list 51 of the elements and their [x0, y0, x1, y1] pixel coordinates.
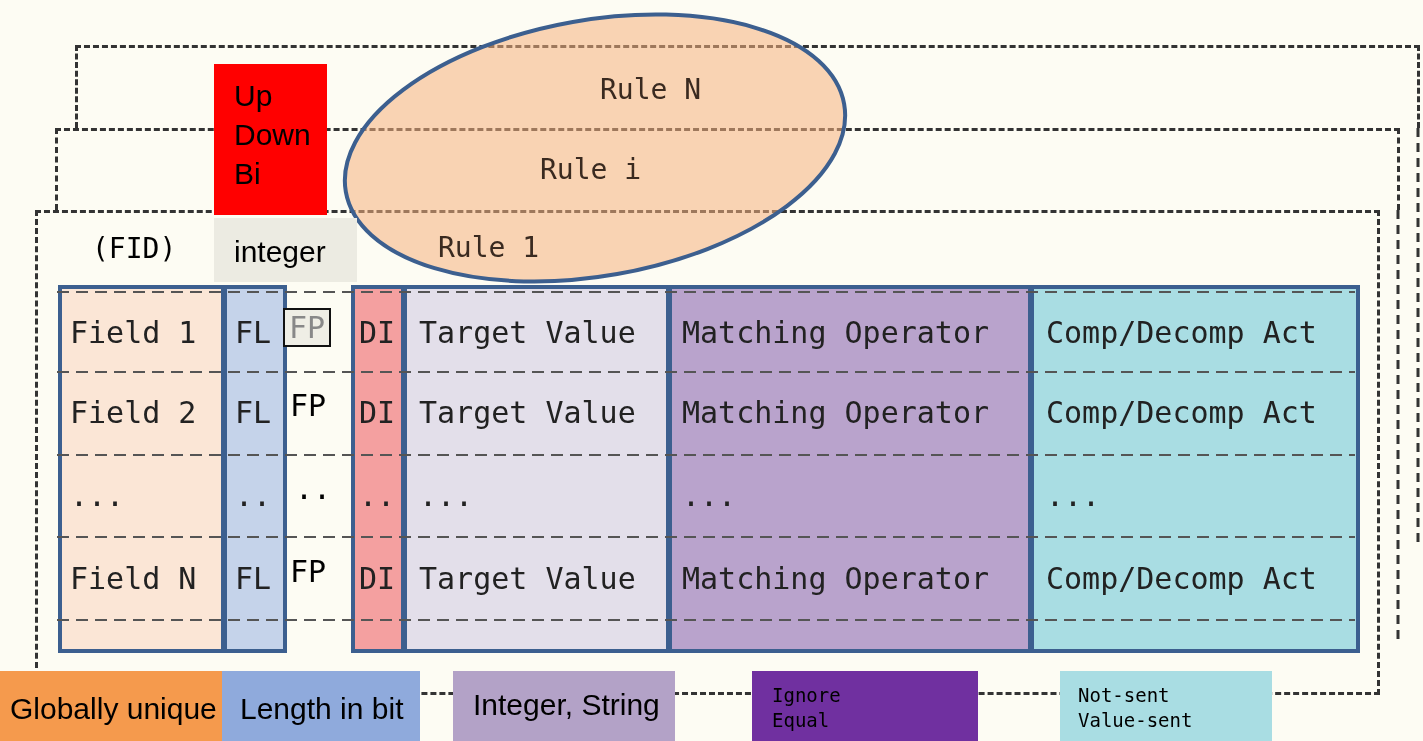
table-column: [58, 285, 225, 653]
cell-text: ...: [682, 478, 737, 513]
cell-text: Matching Operator: [682, 395, 990, 430]
note-box: [453, 671, 675, 741]
table-column: [668, 285, 1032, 653]
cell-text: Matching Operator: [682, 561, 990, 596]
cell-text: FP: [290, 554, 327, 589]
cell-text: Comp/Decomp Act: [1046, 395, 1317, 430]
cell-text: Matching Operator: [682, 315, 990, 350]
cell-text: Field 1: [70, 315, 197, 350]
cell-text: DI: [359, 395, 396, 430]
cell-text: Target Value: [419, 315, 636, 350]
cell-text: Target Value: [419, 561, 636, 596]
column-header: (FID): [92, 232, 177, 265]
note-text: Globally unique: [10, 691, 218, 727]
note-box: [214, 64, 327, 215]
rule-label: Rule i: [540, 153, 642, 186]
cell-text: FP: [283, 308, 332, 347]
cell-text: Field N: [70, 561, 197, 596]
cell-text: Target Value: [419, 395, 636, 430]
note-text: integer: [234, 234, 327, 270]
note-box: [752, 671, 978, 741]
cell-text: ..: [359, 478, 396, 513]
rule-label: Rule N: [600, 73, 702, 106]
cell-text: ...: [419, 478, 474, 513]
note-text: Up Down Bi: [234, 78, 312, 192]
note-box: [222, 671, 420, 741]
table-column: [1030, 285, 1360, 653]
cell-text: Comp/Decomp Act: [1046, 315, 1317, 350]
rule-label: Rule 1: [438, 231, 540, 264]
note-text: Not-sent Value-sent: [1078, 683, 1194, 733]
cell-text: DI: [359, 315, 396, 350]
table-column: [223, 285, 287, 653]
cell-text: Comp/Decomp Act: [1046, 561, 1317, 596]
cell-text: FL: [235, 561, 272, 596]
cell-text: DI: [359, 561, 396, 596]
cell-text: FP: [290, 388, 327, 423]
table-column: [351, 285, 405, 653]
cell-text: ...: [1046, 478, 1101, 513]
cell-text: ..: [235, 478, 272, 513]
note-text: Ignore Equal: [772, 683, 842, 733]
cell-text: FL: [235, 395, 272, 430]
note-text: Length in bit: [240, 691, 405, 727]
note-text: Integer, String: [473, 687, 661, 723]
cell-text: ...: [70, 478, 125, 513]
cell-text: ..: [295, 471, 332, 506]
cell-text: FL: [235, 315, 272, 350]
cell-text: Field 2: [70, 395, 197, 430]
note-box: [0, 671, 222, 741]
table-column: [403, 285, 670, 653]
note-box: [1060, 671, 1272, 741]
